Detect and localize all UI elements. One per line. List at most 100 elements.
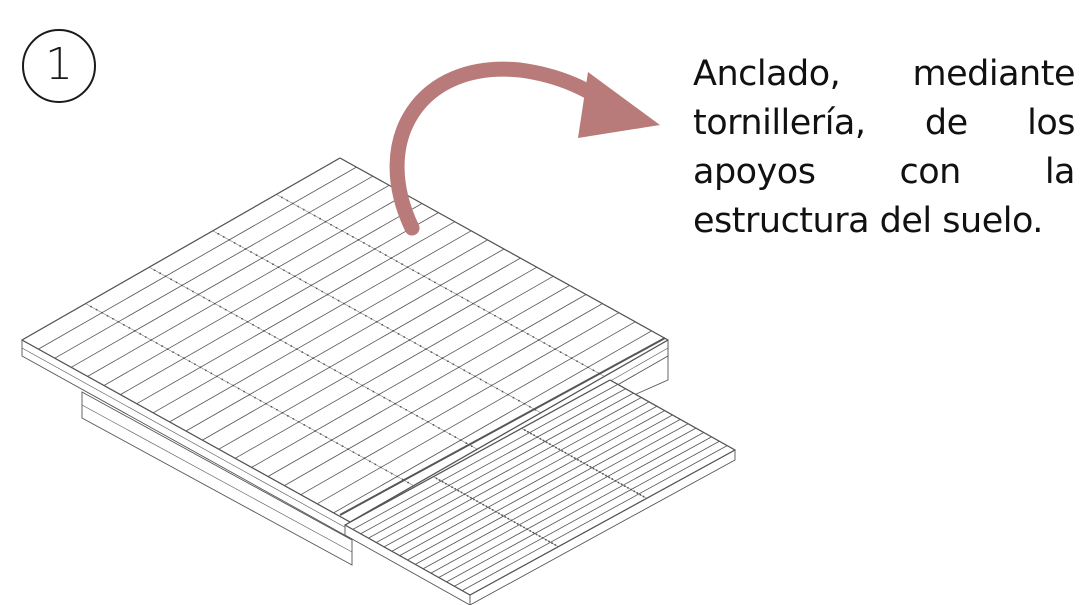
main-screw-dot <box>364 314 367 317</box>
main-screw-dot <box>417 272 420 275</box>
second-screw-dot <box>498 512 500 515</box>
second-screw-dot <box>519 524 522 527</box>
main-screw-dot <box>202 296 205 299</box>
second-screw-dot <box>617 481 620 484</box>
main-screw-dot <box>358 454 360 457</box>
second-panel-line <box>422 423 689 570</box>
second-outline <box>344 379 611 526</box>
main-screw-dot <box>392 330 395 332</box>
main-screw-dot <box>286 199 289 202</box>
main-screw-dot <box>325 436 328 438</box>
main-screw-dot <box>523 402 526 405</box>
main-panel-line <box>136 221 455 405</box>
second-screw-dot <box>602 472 604 475</box>
main-screw-dot <box>274 336 276 338</box>
main-screw-dot <box>521 330 524 332</box>
main-screw-dot <box>356 381 358 384</box>
main-screw-dot <box>474 375 477 378</box>
main-screw-dot <box>428 278 431 281</box>
second-screw-dot <box>504 516 507 518</box>
second-screw-dot <box>558 448 561 451</box>
main-screw-dot <box>95 308 98 311</box>
main-screw-dot <box>373 248 376 250</box>
main-screw-dot <box>439 284 442 287</box>
main-screw-dot <box>243 390 246 393</box>
main-screw-dot <box>377 393 380 396</box>
main-screw-dot <box>164 275 167 278</box>
second-screw-dot <box>516 523 519 525</box>
second-screw-dot <box>532 531 535 534</box>
second-screw-dot <box>552 444 554 447</box>
main-screw-dot <box>315 287 318 290</box>
main-screw-dot <box>233 242 236 244</box>
main-screw-dot <box>277 266 280 269</box>
main-screw-dot <box>363 457 366 460</box>
second-panel-line <box>461 445 728 591</box>
main-screw-dot <box>295 348 298 350</box>
second-screw-dot <box>570 455 573 458</box>
main-screw-dot <box>250 251 252 253</box>
main-screw-dot <box>346 232 349 235</box>
second-screw-dot <box>463 493 466 496</box>
main-screw-dot <box>372 390 375 393</box>
main-screw-dot <box>122 323 125 326</box>
main-screw-dot <box>352 451 355 454</box>
second-screw-dot <box>633 490 636 493</box>
main-screw-dot <box>170 278 172 281</box>
main-screw-dot <box>290 345 293 347</box>
second-screw-dot <box>536 436 539 438</box>
second-screw-dot <box>583 462 586 465</box>
second-screw-dot <box>473 498 475 501</box>
main-screw-dot <box>383 396 386 399</box>
second-screw-dot <box>620 483 623 486</box>
main-screw-dot <box>303 424 306 426</box>
second-screw-dot <box>567 453 570 456</box>
second-screw-dot <box>510 519 513 522</box>
main-screw-dot <box>441 357 444 360</box>
second-screw-dot <box>577 458 579 461</box>
main-screw-dot <box>270 405 273 408</box>
main-screw-dot <box>183 357 185 360</box>
second-panel-line <box>438 432 704 578</box>
second-screw-dot <box>608 476 611 479</box>
main-screw-dot <box>106 314 109 317</box>
main-screw-dot <box>438 427 440 429</box>
main-screw-dot <box>375 320 378 323</box>
main-screw-dot <box>416 414 418 417</box>
main-screw-dot <box>403 336 406 338</box>
main-screw-dot <box>336 442 338 445</box>
main-screw-dot <box>406 266 409 269</box>
main-screw-dot <box>155 342 158 344</box>
main-screw-dot <box>341 445 344 448</box>
main-screw-dot <box>268 333 271 335</box>
second-screw-dot <box>611 478 614 480</box>
main-screw-dot <box>468 372 471 375</box>
main-screw-dot <box>306 354 309 357</box>
main-screw-dot <box>443 430 446 432</box>
main-screw-dot <box>244 248 247 250</box>
main-screw-dot <box>414 342 416 344</box>
main-screw-dot <box>386 326 389 329</box>
main-screw-dot <box>159 272 162 275</box>
main-screw-dot <box>186 287 189 290</box>
main-screw-dot <box>368 460 371 463</box>
main-screw-dot <box>461 296 464 299</box>
second-screw-dot <box>623 485 626 487</box>
main-screw-dot <box>323 363 326 366</box>
main-screw-dot <box>518 399 520 402</box>
main-panel-line <box>87 194 406 377</box>
main-screw-dot <box>226 381 229 384</box>
main-screw-dot <box>374 463 377 466</box>
main-panel-line <box>300 312 619 496</box>
second-panel-line <box>446 436 712 583</box>
main-panel-line <box>218 266 537 450</box>
main-screw-dot <box>254 396 256 399</box>
main-panel-line <box>202 257 521 441</box>
main-screw-dot <box>297 205 300 208</box>
second-screw-dot <box>548 443 551 445</box>
main-screw-dot <box>265 402 267 405</box>
second-screw-dot <box>595 469 598 472</box>
second-screw-dot <box>541 537 544 539</box>
second-screw-dot <box>580 460 582 463</box>
second-screw-dot <box>555 446 557 449</box>
